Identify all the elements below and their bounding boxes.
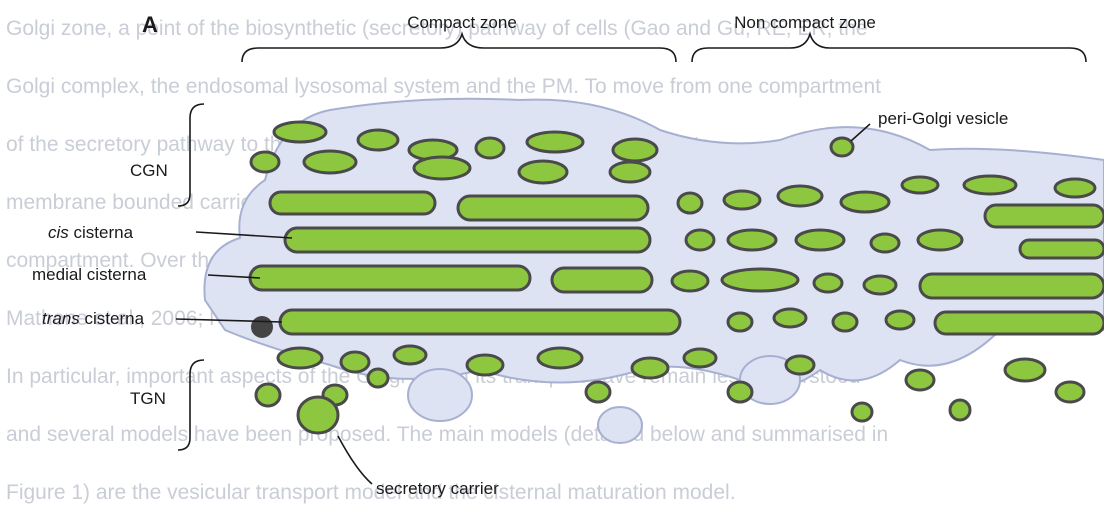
tgn-bracket bbox=[178, 360, 204, 450]
tgn-label: TGN bbox=[130, 389, 166, 408]
cis-cisterna-label: cis cisterna bbox=[48, 223, 134, 242]
compact-zone-brace bbox=[242, 34, 676, 62]
peri-golgi-vesicle-shape bbox=[831, 138, 853, 156]
secretory-leader-line bbox=[338, 436, 372, 484]
panel-letter: A bbox=[142, 12, 158, 37]
cgn-label: CGN bbox=[130, 161, 168, 180]
non-compact-zone-brace bbox=[692, 34, 1086, 62]
non-compact-zone-label: Non compact zone bbox=[734, 13, 876, 32]
small-vesicle bbox=[251, 316, 273, 338]
cgn-bracket bbox=[178, 104, 204, 206]
medial-cisterna-label: medial cisterna bbox=[32, 265, 147, 284]
secretory-carrier-shape bbox=[298, 397, 338, 433]
peri-golgi-vesicle-label: peri-Golgi vesicle bbox=[878, 109, 1008, 128]
compact-zone-label: Compact zone bbox=[407, 13, 517, 32]
secretory-carrier-label: secretory carrier bbox=[376, 479, 499, 498]
trans-cisterna-label: trans cisterna bbox=[42, 309, 145, 328]
